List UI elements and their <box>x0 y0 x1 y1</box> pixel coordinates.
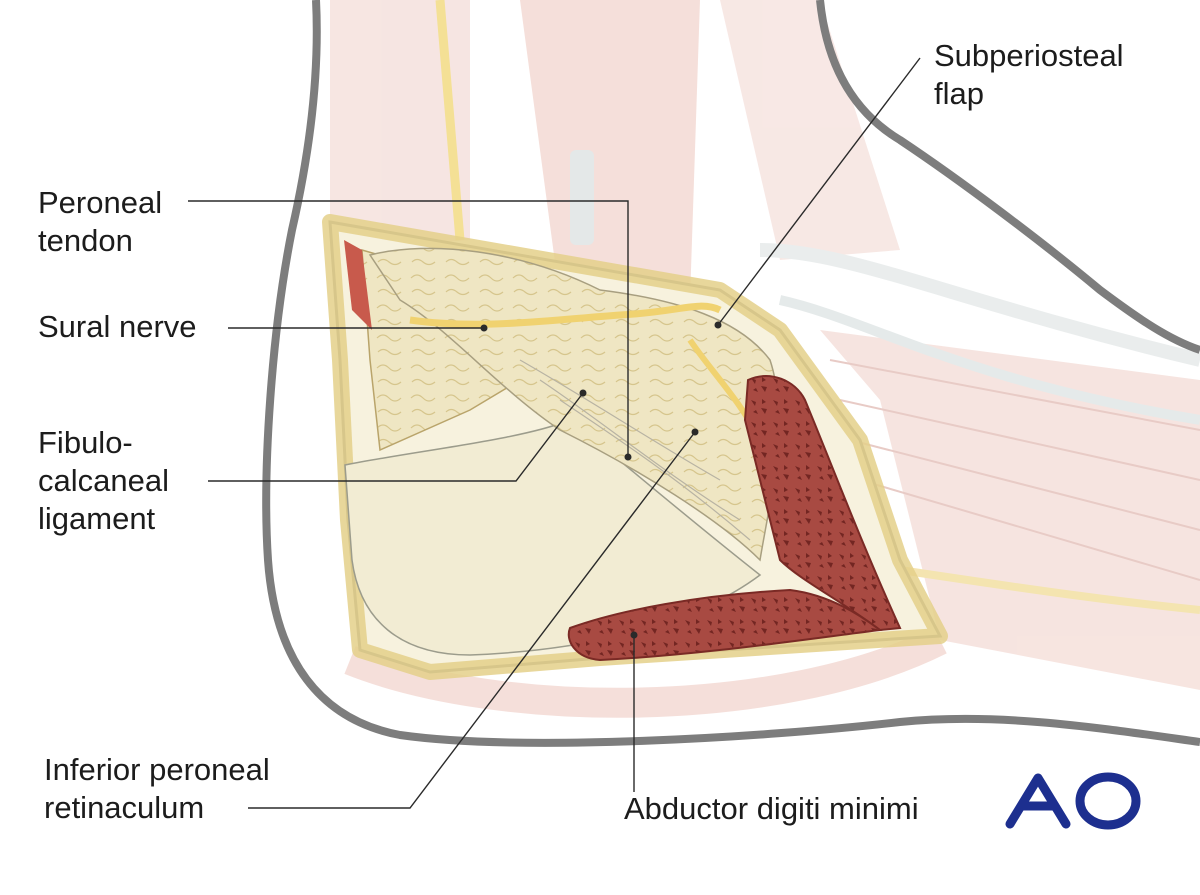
leader-subperiosteal-flap <box>717 57 921 326</box>
ao-logo <box>1005 772 1141 830</box>
pointer-peroneal-tendon <box>624 453 632 461</box>
label-inferior-peroneal-retinaculum: Inferior peroneal retinaculum <box>44 752 270 825</box>
label-fibulocalcaneal-ligament: Fibulo- calcaneal ligament <box>38 425 169 536</box>
pointer-inferior-peroneal-retinaculum <box>691 428 699 436</box>
background-anatomy <box>330 0 1200 718</box>
label-peroneal-tendon: Peroneal tendon <box>38 185 163 258</box>
dorsum-outline <box>816 0 1200 354</box>
skin-outline <box>262 0 1200 747</box>
label-subperiosteal-flap: Subperiosteal flap <box>934 38 1124 111</box>
label-abductor-digiti-minimi: Abductor digiti minimi <box>624 791 919 826</box>
leader-inferior-peroneal-retinaculum <box>248 431 696 809</box>
pointer-sural-nerve <box>480 324 488 332</box>
leader-lines <box>188 57 921 809</box>
surgical-window <box>322 214 948 680</box>
pointer-abductor-digiti-minimi <box>630 631 638 639</box>
leader-peroneal-tendon <box>188 200 629 457</box>
pointer-fibulocalcaneal-ligament <box>579 389 587 397</box>
pointer-subperiosteal-flap <box>714 321 722 329</box>
leader-fibulocalcaneal-ligament <box>208 392 584 482</box>
label-sural-nerve: Sural nerve <box>38 309 197 344</box>
